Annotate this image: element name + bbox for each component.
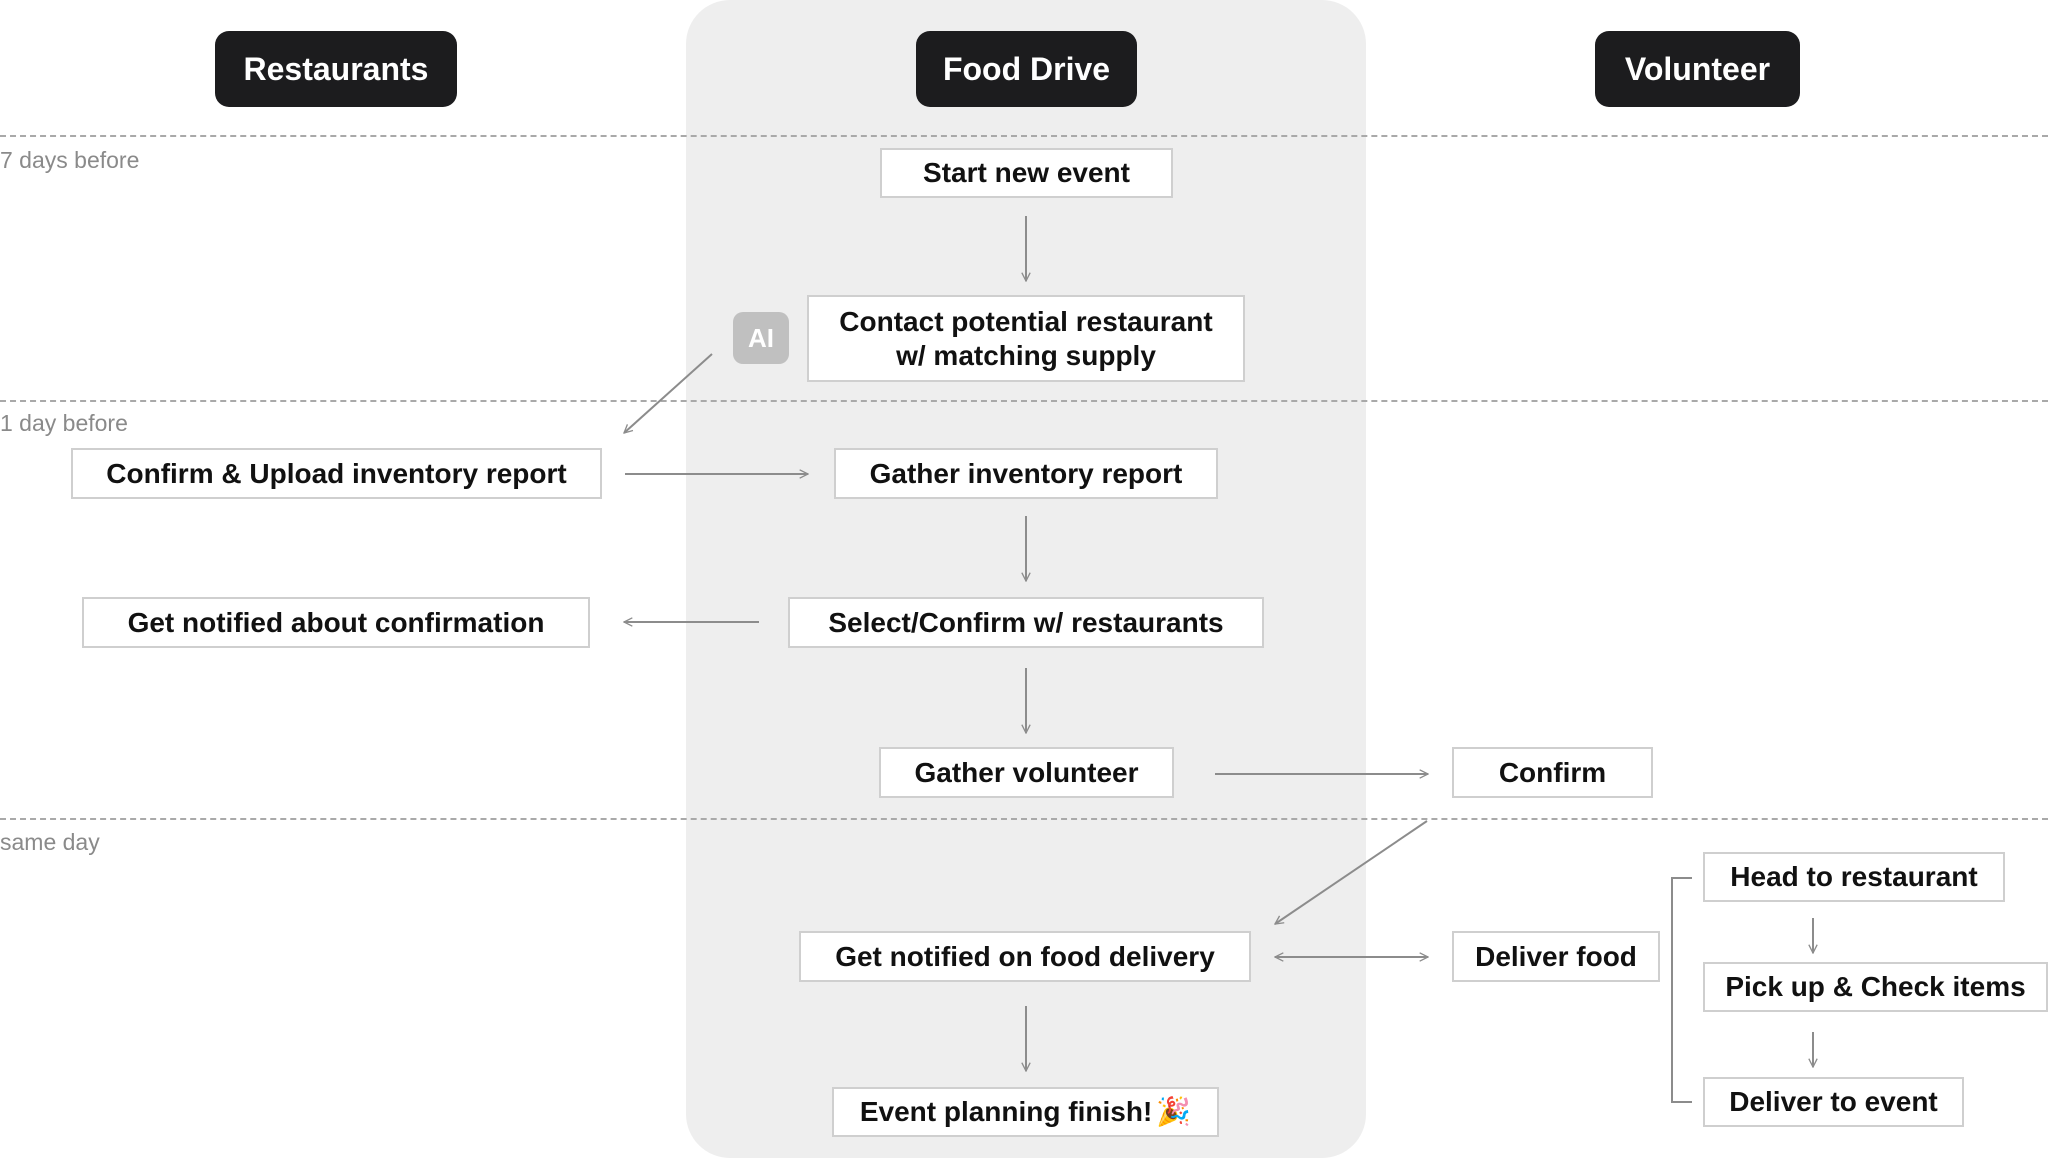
node-notified-food-delivery: Get notified on food delivery xyxy=(799,931,1251,982)
lane-header-food-drive: Food Drive xyxy=(916,31,1137,107)
divider-same-day xyxy=(0,818,2048,820)
node-event-planning-finish-label: Event planning finish! xyxy=(859,1096,1153,1127)
divider-seven-days xyxy=(0,135,2048,137)
arrow-confirm-to-notified-delivery xyxy=(1275,820,1428,924)
node-deliver-to-event: Deliver to event xyxy=(1703,1077,1964,1127)
node-gather-inventory-report: Gather inventory report xyxy=(834,448,1218,499)
node-head-to-restaurant: Head to restaurant xyxy=(1703,852,2005,902)
node-confirm-upload-report: Confirm & Upload inventory report xyxy=(71,448,602,499)
node-volunteer-confirm: Confirm xyxy=(1452,747,1653,798)
node-gather-volunteer: Gather volunteer xyxy=(879,747,1174,798)
bracket-deliver-food-substeps xyxy=(1671,877,1692,1103)
node-pick-up-check-items: Pick up & Check items xyxy=(1703,962,2048,1012)
node-select-confirm-restaurants: Select/Confirm w/ restaurants xyxy=(788,597,1264,648)
party-popper-icon: 🎉 xyxy=(1156,1096,1192,1127)
lane-header-volunteer: Volunteer xyxy=(1595,31,1800,107)
phase-label-same-day: same day xyxy=(0,829,100,855)
node-notified-confirmation: Get notified about confirmation xyxy=(82,597,590,648)
arrow-contact-to-confirm-upload xyxy=(624,353,713,433)
phase-label-seven-days: 7 days before xyxy=(0,147,140,173)
divider-one-day xyxy=(0,400,2048,402)
node-event-planning-finish: Event planning finish! 🎉 xyxy=(832,1087,1219,1137)
node-contact-restaurant-line1: Contact potential restaurant xyxy=(839,305,1213,337)
node-deliver-food: Deliver food xyxy=(1452,931,1660,982)
node-start-new-event: Start new event xyxy=(880,148,1173,198)
node-contact-restaurant: Contact potential restaurant w/ matching… xyxy=(807,295,1245,382)
node-contact-restaurant-line2: w/ matching supply xyxy=(896,339,1156,371)
ai-badge: AI xyxy=(733,312,789,364)
phase-label-one-day: 1 day before xyxy=(0,410,128,436)
lane-header-restaurants: Restaurants xyxy=(215,31,457,107)
